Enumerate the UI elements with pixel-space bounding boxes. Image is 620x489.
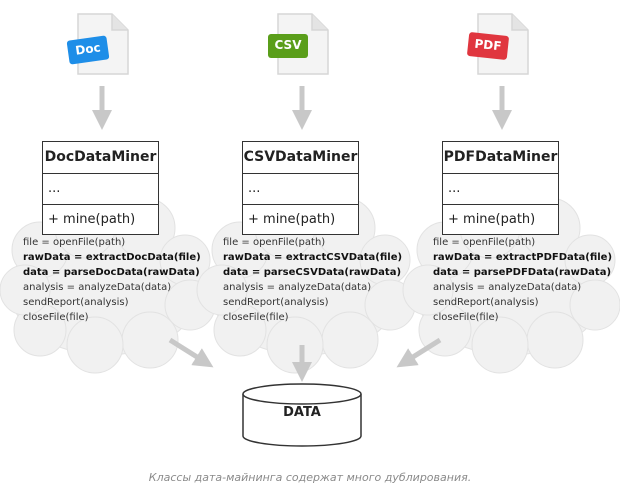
code-line: rawData = extractPDFData(file) — [433, 251, 613, 263]
code-line: closeFile(file) — [223, 311, 289, 323]
csv-badge — [268, 34, 308, 58]
arrows-down — [92, 86, 512, 382]
cloud-left — [0, 197, 216, 374]
code-line: data = parsePDFData(rawData) — [433, 266, 612, 278]
class-method: + mine(path) — [43, 205, 158, 234]
doc-file-icon — [66, 13, 129, 75]
code-pdf: file = openFile(path) rawData = extractP… — [433, 236, 612, 325]
code-line: analysis = analyzeData(data) — [433, 281, 582, 293]
code-line: file = openFile(path) — [433, 237, 536, 248]
class-method: + mine(path) — [443, 205, 558, 234]
arrow-left-to-data — [168, 337, 214, 368]
class-name: PDFDataMiner — [443, 142, 558, 174]
code-line: sendReport(analysis) — [223, 296, 329, 308]
code-line: analysis = analyzeData(data) — [23, 281, 172, 293]
csv-badge-label: CSV — [274, 38, 302, 52]
class-name: DocDataMiner — [43, 142, 158, 174]
database-label: DATA — [283, 405, 321, 420]
pdf-badge — [467, 32, 509, 60]
class-fields: ... — [243, 174, 358, 205]
code-line: file = openFile(path) — [223, 237, 326, 248]
code-line: sendReport(analysis) — [433, 296, 539, 308]
class-fields: ... — [43, 174, 158, 205]
code-csv: file = openFile(path) rawData = extractC… — [223, 236, 402, 325]
cloud-right — [402, 197, 620, 374]
doc-badge — [66, 35, 110, 65]
database-cylinder — [242, 383, 362, 447]
code-line: data = parseDocData(rawData) — [23, 266, 200, 278]
class-name: CSVDataMiner — [243, 142, 358, 174]
csv-file-icon — [268, 13, 329, 75]
code-line: analysis = analyzeData(data) — [223, 281, 372, 293]
code-line: rawData = extractDocData(file) — [23, 251, 201, 263]
class-method: + mine(path) — [243, 205, 358, 234]
code-line: file = openFile(path) — [23, 237, 126, 248]
code-doc: file = openFile(path) rawData = extractD… — [23, 236, 201, 325]
class-csv-data-miner: CSVDataMiner ... + mine(path) — [242, 141, 359, 235]
code-line: rawData = extractCSVData(file) — [223, 251, 403, 263]
class-pdf-data-miner: PDFDataMiner ... + mine(path) — [442, 141, 559, 235]
pdf-file-icon — [467, 13, 529, 75]
class-doc-data-miner: DocDataMiner ... + mine(path) — [42, 141, 159, 235]
class-fields: ... — [443, 174, 558, 205]
figure-caption: Классы дата-майнинга содержат много дубл… — [148, 471, 472, 484]
code-line: closeFile(file) — [433, 311, 499, 323]
arrow-right-to-data — [396, 337, 442, 368]
code-line: closeFile(file) — [23, 311, 89, 323]
code-line: sendReport(analysis) — [23, 296, 129, 308]
code-line: data = parseCSVData(rawData) — [223, 266, 402, 278]
